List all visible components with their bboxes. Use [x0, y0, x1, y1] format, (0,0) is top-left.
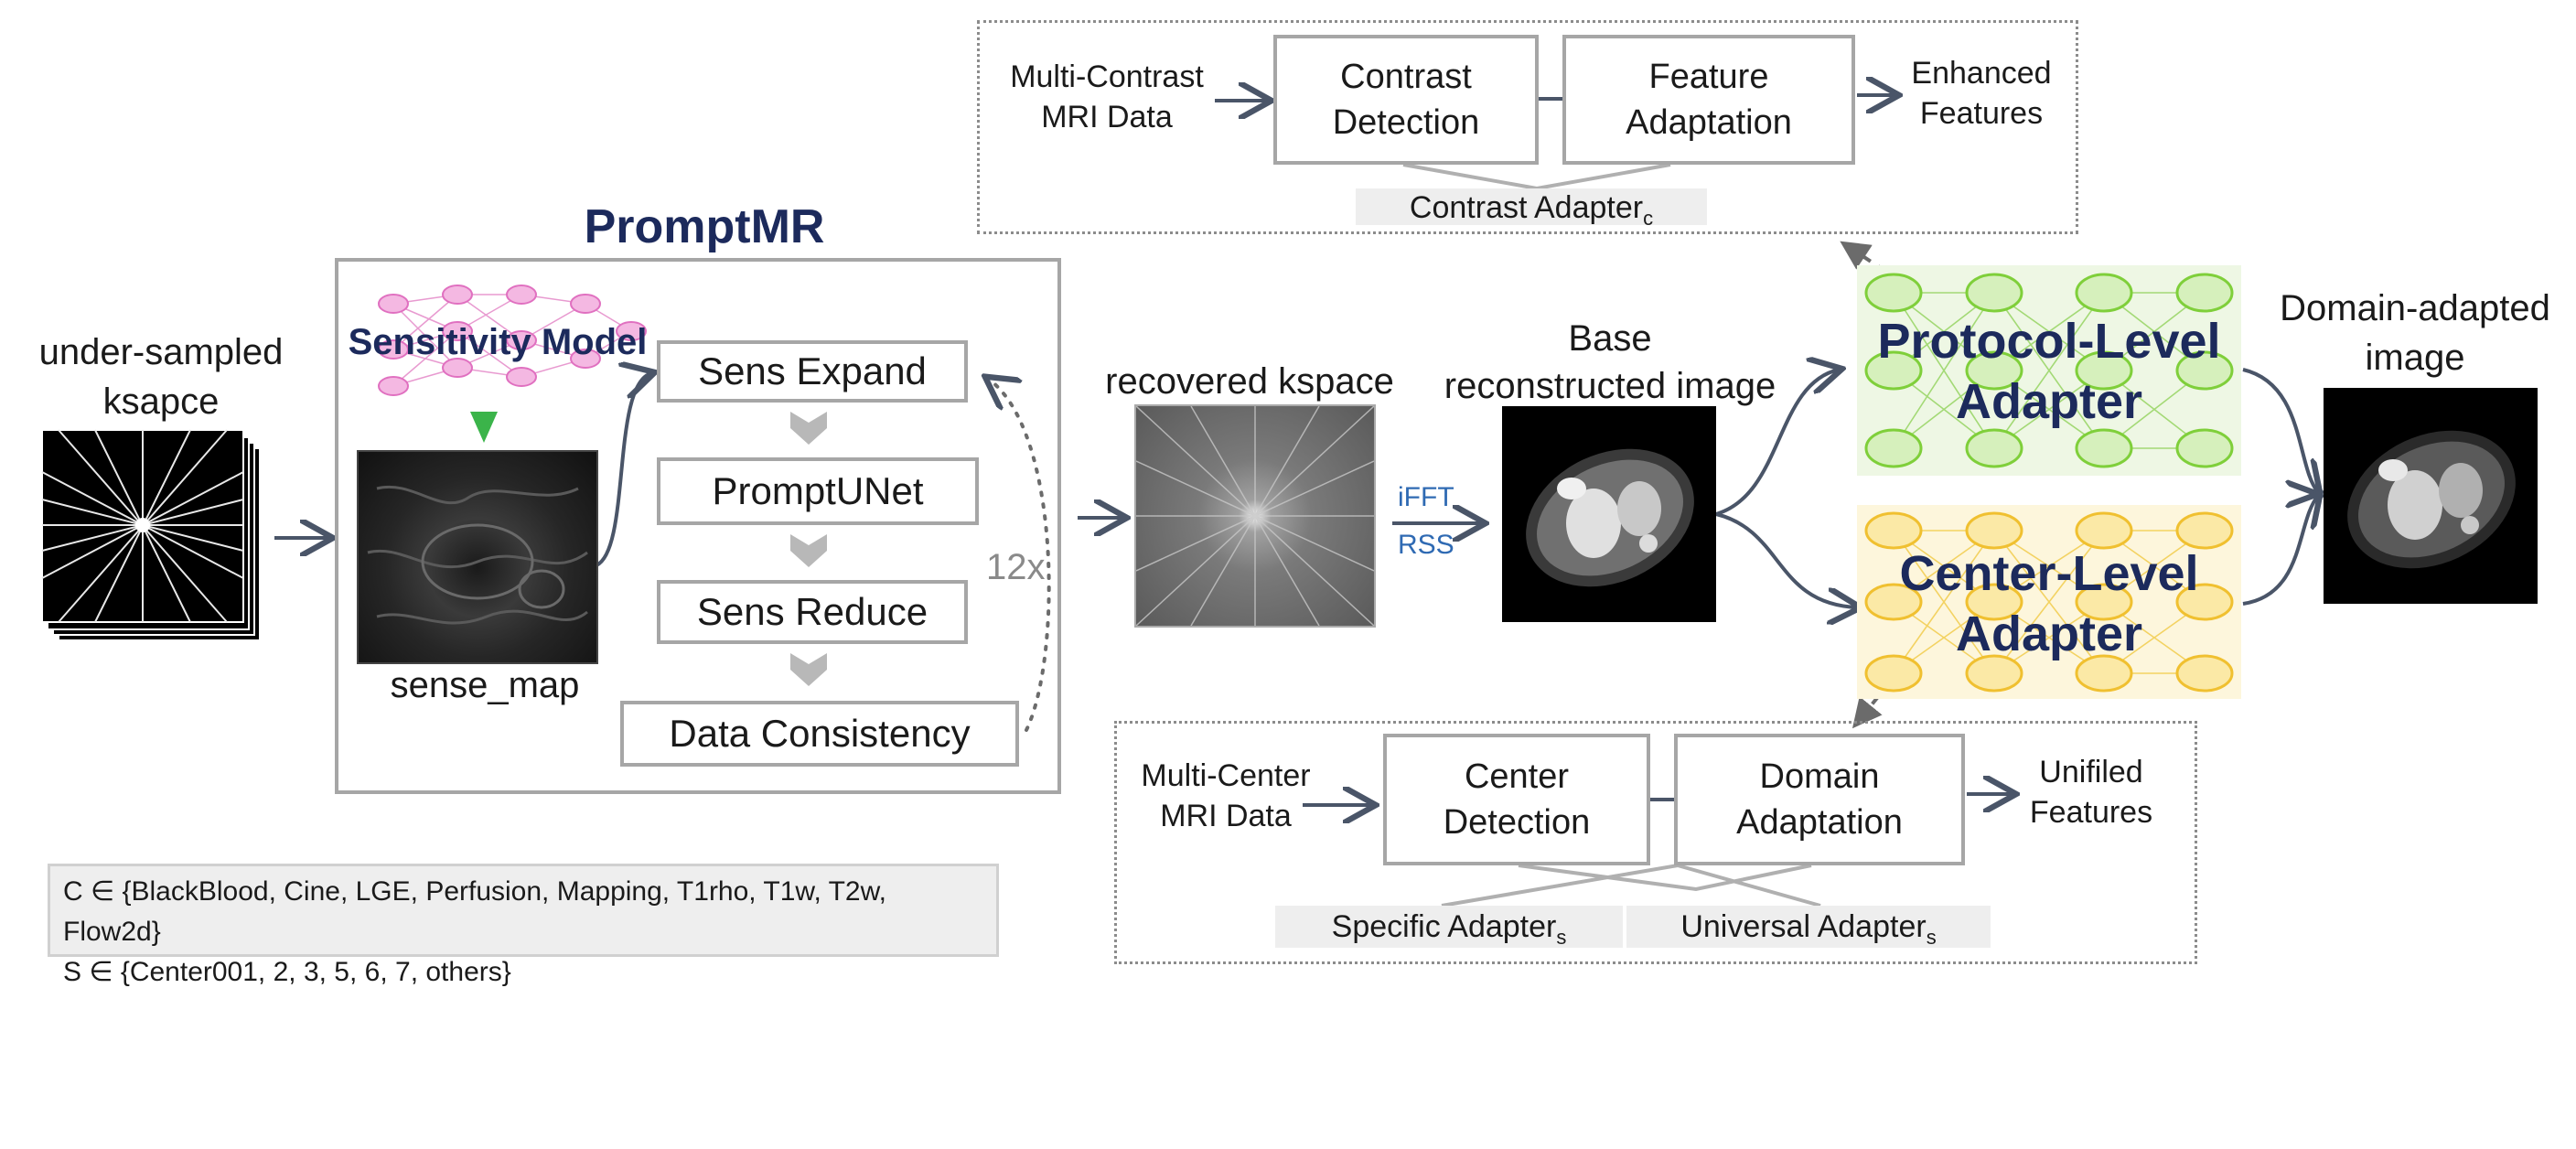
chevron-down-icon-3	[790, 653, 827, 686]
recovered-kspace-image	[1134, 404, 1376, 628]
chevron-down-icon-1	[790, 412, 827, 445]
arrow-sensemap-to-sensexpand	[595, 373, 651, 567]
sense-map-image	[357, 450, 598, 664]
multi-contrast-input-label: Multi-Contrast MRI Data	[1010, 59, 1204, 134]
multi-center-input-label: Multi-Center MRI Data	[1141, 758, 1311, 833]
sense-map-label: sense_map	[390, 665, 580, 705]
sens-reduce-block: Sens Reduce	[657, 580, 968, 644]
ifft-label: iFFT	[1398, 482, 1454, 512]
domain-adapted-label: Domain-adapted image	[2280, 288, 2550, 378]
contrast-set-line: C ∈ {BlackBlood, Cine, LGE, Perfusion, M…	[63, 876, 886, 947]
center-adapter-panel	[1114, 721, 2197, 964]
base-reconstructed-image	[1502, 406, 1716, 622]
sensitivity-down-arrow-icon	[470, 412, 498, 443]
protocol-network-icon	[1864, 273, 2234, 468]
center-level-adapter-label: Center-Level Adapter	[1899, 546, 2199, 661]
domain-adaptation-box: Domain Adaptation	[1674, 734, 1965, 865]
promptunet-block: PromptUNet	[657, 457, 979, 525]
set-definitions-legend: C ∈ {BlackBlood, Cine, LGE, Perfusion, M…	[48, 864, 999, 987]
specific-adapter-tag: Specific Adapters	[1275, 906, 1623, 949]
arrow-base-to-protocol	[1715, 370, 1839, 516]
center-detection-box: Center Detection	[1383, 734, 1650, 865]
protocol-level-adapter-label: Protocol-Level Adapter	[1877, 314, 2221, 429]
loop-12x-arrow	[988, 379, 1051, 732]
center-network-icon	[1864, 511, 2234, 693]
chevron-down-icon-2	[790, 534, 827, 567]
undersampled-kspace-stack	[41, 429, 261, 641]
center-set-line: S ∈ {Center001, 2, 3, 5, 6, 7, others}	[63, 957, 511, 987]
arrow-protocol-to-output	[2242, 368, 2318, 492]
enhanced-features-label: Enhanced Features	[1911, 56, 2052, 131]
contrast-detection-box: Contrast Detection	[1273, 35, 1539, 165]
base-reconstructed-label: Base reconstructed image	[1444, 318, 1776, 406]
sens-expand-block: Sens Expand	[657, 340, 968, 403]
center-tag-connector	[1441, 863, 1821, 907]
sensitivity-model-network-icon	[378, 285, 647, 396]
universal-adapter-tag: Universal Adapters	[1626, 906, 1991, 949]
rss-label: RSS	[1398, 530, 1454, 560]
dashed-center-to-centerpanel	[1852, 662, 1906, 729]
sensitivity-model-label: Sensitivity Model	[348, 322, 648, 362]
data-consistency-block: Data Consistency	[620, 701, 1019, 767]
promptmr-title: PromptMR	[584, 200, 825, 253]
contrast-adapter-panel	[977, 20, 2078, 234]
repeat-12x-label: 12x	[986, 547, 1046, 587]
arrow-center-to-output	[2242, 496, 2318, 606]
domain-adapted-image	[2324, 388, 2538, 604]
promptmr-frame	[335, 258, 1061, 794]
arrow-base-to-center	[1715, 512, 1857, 607]
undersampled-kspace-label: under-sampled ksapce	[38, 332, 284, 422]
feature-adaptation-box: Feature Adaptation	[1562, 35, 1855, 165]
recovered-kspace-label: recovered kspace	[1105, 361, 1394, 402]
unified-features-label: Unifiled Features	[2029, 755, 2153, 830]
contrast-adapter-tag: Contrast Adapterc	[1356, 188, 1707, 230]
